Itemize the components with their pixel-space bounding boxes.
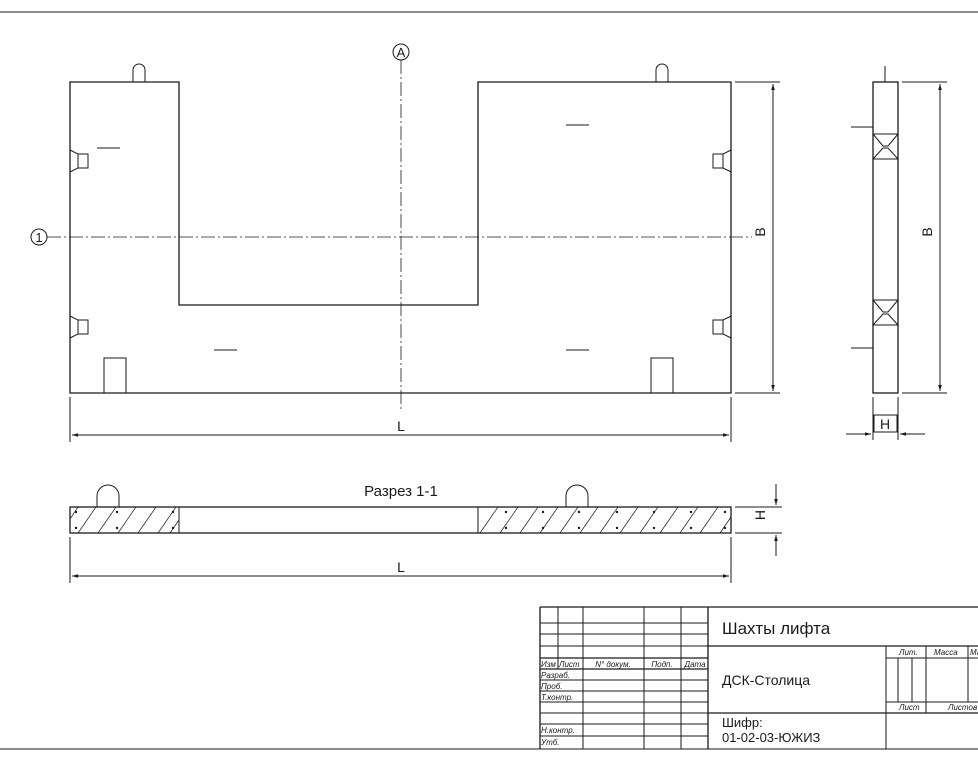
code-label: Шифр: [722, 715, 763, 730]
front-view [69, 63, 732, 394]
section-thickness-label: H [752, 510, 768, 520]
col-header-doc: N° докум. [595, 660, 631, 669]
section-length-label: L [397, 559, 405, 575]
section-length-dimension: L [69, 537, 732, 583]
front-height-label: B [752, 227, 768, 236]
drawing-title: Шахты лифта [722, 619, 831, 638]
bottom-opening [103, 357, 127, 394]
lifting-loop [132, 63, 146, 82]
axis-1: 1 [30, 228, 752, 246]
lifting-loop [96, 484, 120, 507]
lit-label: Лит. [898, 648, 918, 657]
sheets-label: Листов [947, 703, 977, 712]
scale-label: Ма [970, 648, 978, 657]
embedded-part [712, 315, 732, 339]
row-label: Проб. [541, 682, 562, 691]
row-label: Утб. [540, 738, 560, 747]
row-label: Т.контр. [541, 693, 573, 702]
col-header-izm: Изм [541, 660, 556, 669]
front-height-dimension: B [735, 81, 780, 394]
row-label: Разраб. [541, 671, 570, 680]
axis-a-label: А [397, 45, 406, 60]
front-length-dimension: L [69, 397, 732, 442]
side-view [851, 66, 899, 394]
side-thickness-label: H [880, 416, 890, 432]
section-thickness-dimension: H [735, 484, 782, 556]
side-height-dimension: B [902, 81, 947, 394]
side-height-label: B [919, 227, 935, 236]
section-view [69, 484, 732, 534]
organization: ДСК-Столица [722, 672, 810, 688]
side-thickness-dimension: H [846, 397, 925, 440]
embedded-part [69, 149, 89, 173]
col-header-date: Дата [683, 660, 706, 669]
sheet-label: Лист [898, 703, 920, 712]
embedded-part [712, 149, 732, 173]
title-block: Изм Лист N° докум. Подп. Дата Разраб. Пр… [539, 606, 978, 749]
lifting-loop [655, 63, 669, 82]
section-title: Разрез 1-1 [364, 483, 438, 500]
axis-a: А [392, 43, 410, 412]
lifting-loop [565, 484, 589, 507]
mass-label: Масса [934, 648, 958, 657]
front-length-label: L [397, 418, 405, 434]
axis-1-label: 1 [35, 230, 42, 245]
drawing-code: 01-02-03-ЮЖИЗ [722, 730, 821, 745]
row-label: Н.контр. [541, 726, 575, 735]
col-header-sign: Подп. [651, 660, 672, 669]
col-header-list: Лист [558, 660, 580, 669]
bottom-opening [650, 357, 674, 394]
embedded-part [69, 315, 89, 339]
sheet-frame [0, 11, 978, 750]
